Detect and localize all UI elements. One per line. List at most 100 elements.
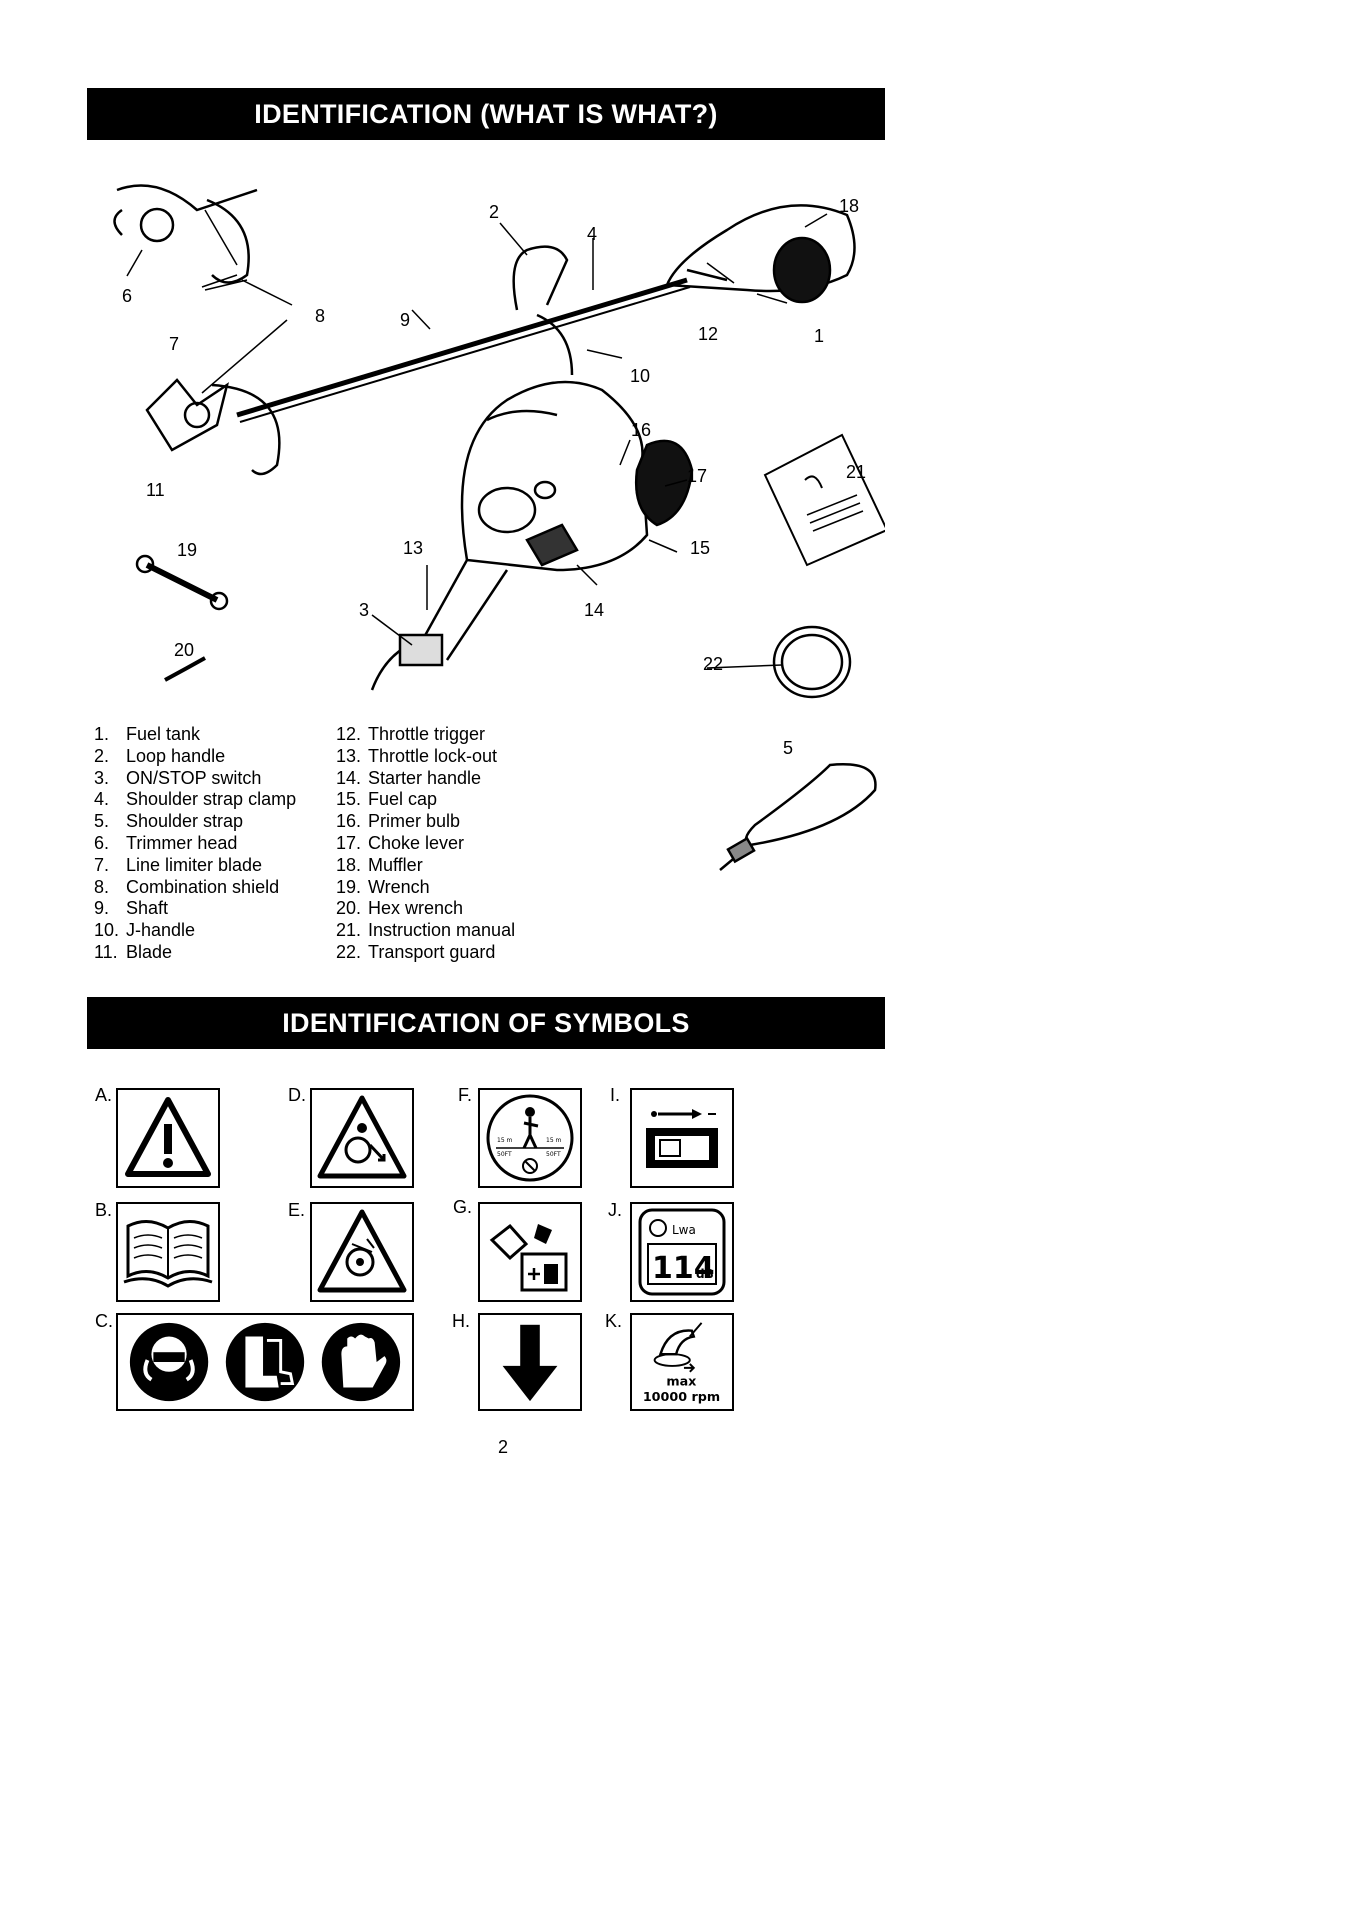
callout-5: 5 [783,738,794,758]
eye-ear-protection-icon [129,1322,209,1402]
legend-item: 6. Trimmer head [94,833,296,855]
legend-label: Wrench [368,876,430,897]
legend-number: 15. [336,789,362,810]
symbol-letter-i: I. [610,1085,621,1105]
legend-number: 19. [336,876,362,897]
callout-17: 17 [687,466,708,486]
legend-label: Fuel cap [368,789,438,810]
legend-number: 22. [336,941,362,962]
callout-2: 2 [489,202,500,222]
shoulder-strap-illustration [719,763,877,871]
legend-item: 14. Starter handle [336,768,515,790]
symbol-letter-h: H. [452,1311,470,1331]
protective-equipment-icons [116,1313,414,1411]
legend-label: Starter handle [368,767,482,788]
read-manual-icon [116,1202,220,1302]
k-max: max [666,1374,697,1389]
legend-item: 8.Combination shield [94,877,296,899]
callout-6: 6 [122,286,133,306]
legend-item: 19. Wrench [336,877,515,899]
trimmer-illustration [113,184,889,699]
down-arrow-icon [478,1313,582,1411]
parts-legend-right: 12.Throttle trigger 13.Throttle lock-out… [336,724,515,964]
legend-label: Hex wrench [368,898,464,919]
legend-number: 14. [336,767,362,788]
legend-number: 17. [336,832,362,853]
f-dist-left: 15 m [497,1137,513,1144]
symbol-letter-b: B. [95,1200,113,1220]
legend-label: Combination shield [126,876,280,897]
legend-number: 3. [94,767,110,788]
safe-distance-icon: 15 m 50FT 15 m 50FT [478,1088,582,1188]
legend-item: 7.Line limiter blade [94,855,296,877]
f-dist-right-ft: 50FT [546,1151,561,1158]
legend-label: Primer bulb [368,811,461,832]
legend-number: 9. [94,898,110,919]
f-dist-left-ft: 50FT [497,1151,512,1158]
sound-power-icon: Lwa 114 dB [630,1202,734,1302]
j-unit: dB [696,1267,714,1281]
symbol-letter-a: A. [95,1085,113,1105]
callout-14: 14 [584,600,605,620]
callout-8: 8 [315,306,326,326]
trimmer-parts-diagram: 2 4 18 6 7 8 9 12 1 10 16 17 21 11 19 13… [87,180,889,720]
legend-number: 6. [94,832,110,853]
legend-number: 11. [94,941,118,962]
boots-icon [225,1322,305,1402]
legend-item: 16. Primer bulb [336,811,515,833]
callout-16: 16 [631,420,652,440]
legend-number: 7. [94,854,110,875]
legend-number: 5. [94,811,110,832]
section-header-symbols: IDENTIFICATION OF SYMBOLS [87,997,885,1049]
callout-1: 1 [814,326,825,346]
legend-item: 9.Shaft [94,898,296,920]
j-value: 114 [652,1251,715,1286]
callout-19: 19 [177,540,198,560]
legend-item: 21. Instruction manual [336,920,515,942]
legend-label: Trimmer head [126,832,238,853]
callout-15: 15 [690,538,711,558]
max-rpm-icon: max 10000 rpm [630,1313,734,1411]
legend-label: Shoulder strap clamp [126,789,297,810]
page-number: 2 [498,1437,509,1457]
legend-label: Fuel tank [126,724,201,744]
legend-number: 13. [336,745,362,766]
legend-label: Muffler [368,854,423,875]
callout-20: 20 [174,640,195,660]
legend-number: 18. [336,854,362,875]
legend-number: 20. [336,898,362,919]
legend-number: 21. [336,920,362,941]
legend-item: 2. Loop handle [94,746,296,768]
callout-7: 7 [169,334,180,354]
legend-label: Transport guard [368,941,496,962]
callout-21: 21 [846,462,867,482]
blade-thrust-warning-icon [310,1202,414,1302]
warning-icon [116,1088,220,1188]
callout-13: 13 [403,538,424,558]
callout-12: 12 [698,324,719,344]
legend-item: 22. Transport guard [336,942,515,964]
legend-number: 16. [336,811,362,832]
parts-legend-left: 1.Fuel tank 2. Loop handle 3.ON/STOP swit… [94,724,296,964]
legend-label: Instruction manual [368,920,516,941]
legend-number: 4. [94,789,110,810]
symbol-letter-j: J. [608,1200,623,1220]
legend-item: 12.Throttle trigger [336,724,515,746]
fuel-mixture-icon [478,1202,582,1302]
legend-item: 3.ON/STOP switch [94,768,296,790]
legend-label: Shoulder strap [126,811,244,832]
legend-item: 20. Hex wrench [336,898,515,920]
legend-item: 11.Blade [94,942,296,964]
legend-number: 10. [94,920,120,941]
symbol-letter-e: E. [288,1200,306,1220]
legend-label: Choke lever [368,832,465,853]
callout-10: 10 [630,366,651,386]
legend-item: 1.Fuel tank [94,724,296,746]
legend-label: Loop handle [126,745,226,766]
callout-3: 3 [359,600,370,620]
legend-label: Throttle trigger [368,724,486,744]
legend-number: 2. [94,745,110,766]
legend-item: 18. Muffler [336,855,515,877]
legend-item: 4. Shoulder strap clamp [94,789,296,811]
symbol-letter-f: F. [458,1085,473,1105]
